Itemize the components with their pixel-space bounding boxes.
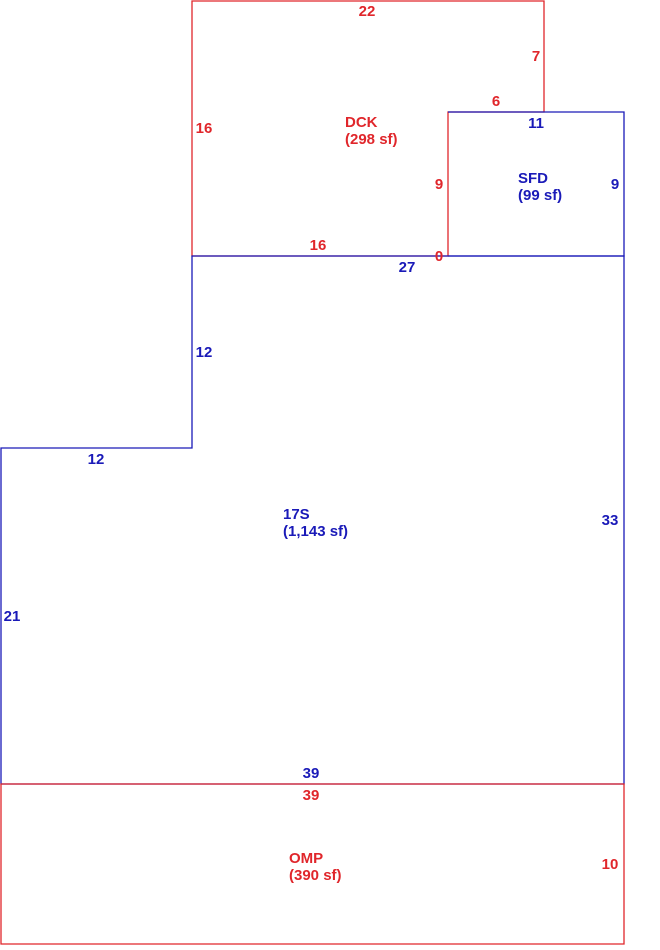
dim-main-left-lower: 21 [4,608,21,625]
dim-main-left-upper: 12 [196,344,213,361]
sfd-area: (99 sf) [518,187,562,204]
dck-area: (298 sf) [345,131,398,148]
dim-main-top: 27 [399,259,416,276]
dim-main-step: 12 [88,451,105,468]
dim-dck-step: 6 [492,93,500,110]
main-outline [0,255,625,785]
dim-main-bottom: 39 [303,765,320,782]
dim-omp-right: 10 [602,856,619,873]
dim-dck-left: 16 [196,120,213,137]
dim-omp-top: 39 [303,787,320,804]
dim-dck-right-upper: 7 [532,48,540,65]
dim-dck-top: 22 [359,3,376,20]
dim-dck-bottom: 16 [310,237,327,254]
dck-code: DCK [345,114,378,131]
sfd-code: SFD [518,170,548,187]
dim-main-right: 33 [602,512,619,529]
omp-area: (390 sf) [289,867,342,884]
omp-outline [0,783,625,945]
dim-sfd-top: 11 [528,115,544,132]
main-area: (1,143 sf) [283,523,348,540]
dim-sfd-right: 9 [611,176,619,193]
dim-dck-inner: 9 [435,176,443,193]
main-code: 17S [283,506,310,523]
dim-zero: 0 [435,248,443,265]
omp-code: OMP [289,850,323,867]
